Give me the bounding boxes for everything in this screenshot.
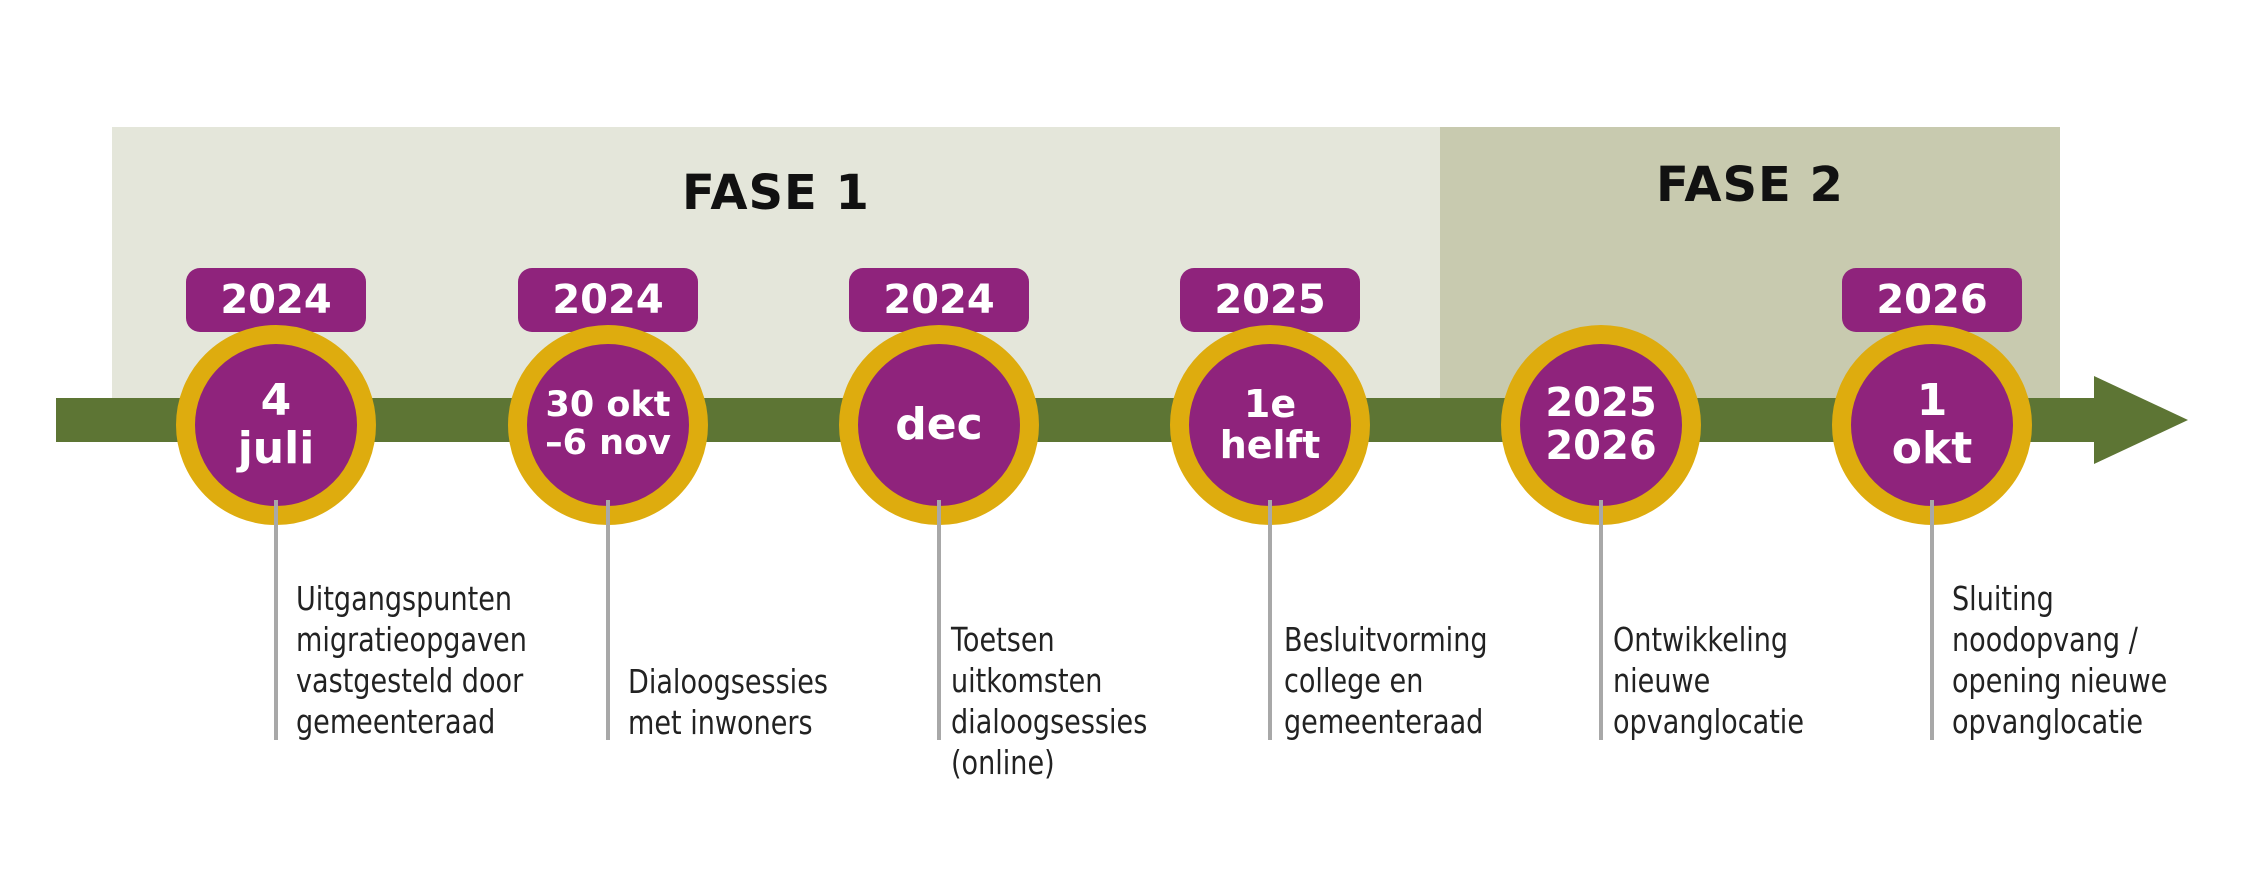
milestone-date-circle: 2025 2026 — [1501, 325, 1701, 525]
milestone-date: 4 juli — [237, 375, 315, 474]
milestone-description: Besluitvorming college en gemeenteraad — [1284, 620, 1488, 741]
milestone-year-badge: 2024 — [186, 268, 366, 332]
milestone-stem — [1930, 500, 1934, 740]
milestone-description: Ontwikkeling nieuwe opvanglocatie — [1613, 620, 1804, 741]
milestone-year-badge: 2024 — [849, 268, 1029, 332]
milestone-date: dec — [895, 399, 983, 451]
milestone-stem — [937, 500, 941, 740]
milestone-date-circle: 30 okt –6 nov — [508, 325, 708, 525]
milestone-stem — [606, 500, 610, 740]
milestone-date: 30 okt –6 nov — [545, 385, 671, 463]
milestone-date: 2025 2026 — [1545, 379, 1657, 469]
milestone-stem — [274, 500, 278, 740]
milestone-date: 1e helft — [1219, 381, 1321, 467]
milestone-date-circle: 1e helft — [1170, 325, 1370, 525]
milestone-description: Sluiting noodopvang / opening nieuwe opv… — [1952, 579, 2168, 741]
timeline-axis — [56, 398, 2096, 442]
phase-2-title: FASE 2 — [1656, 157, 1844, 213]
milestone-stem — [1599, 500, 1603, 740]
milestone-year-badge: 2024 — [518, 268, 698, 332]
milestone-date-circle: 1 okt — [1832, 325, 2032, 525]
milestone-description: Toetsen uitkomsten dialoogsessies (onlin… — [951, 620, 1148, 782]
phase-1-title: FASE 1 — [682, 165, 870, 221]
milestone-description: Uitgangspunten migratieopgaven vastgeste… — [296, 579, 527, 741]
milestone-description: Dialoogsessies met inwoners — [628, 662, 828, 742]
milestone-date-circle: dec — [839, 325, 1039, 525]
timeline-arrow-head-icon — [2094, 376, 2188, 464]
milestone-year-badge: 2026 — [1842, 268, 2022, 332]
milestone-date-circle: 4 juli — [176, 325, 376, 525]
milestone-date: 1 okt — [1891, 375, 1973, 474]
milestone-year-badge: 2025 — [1180, 268, 1360, 332]
milestone-stem — [1268, 500, 1272, 740]
